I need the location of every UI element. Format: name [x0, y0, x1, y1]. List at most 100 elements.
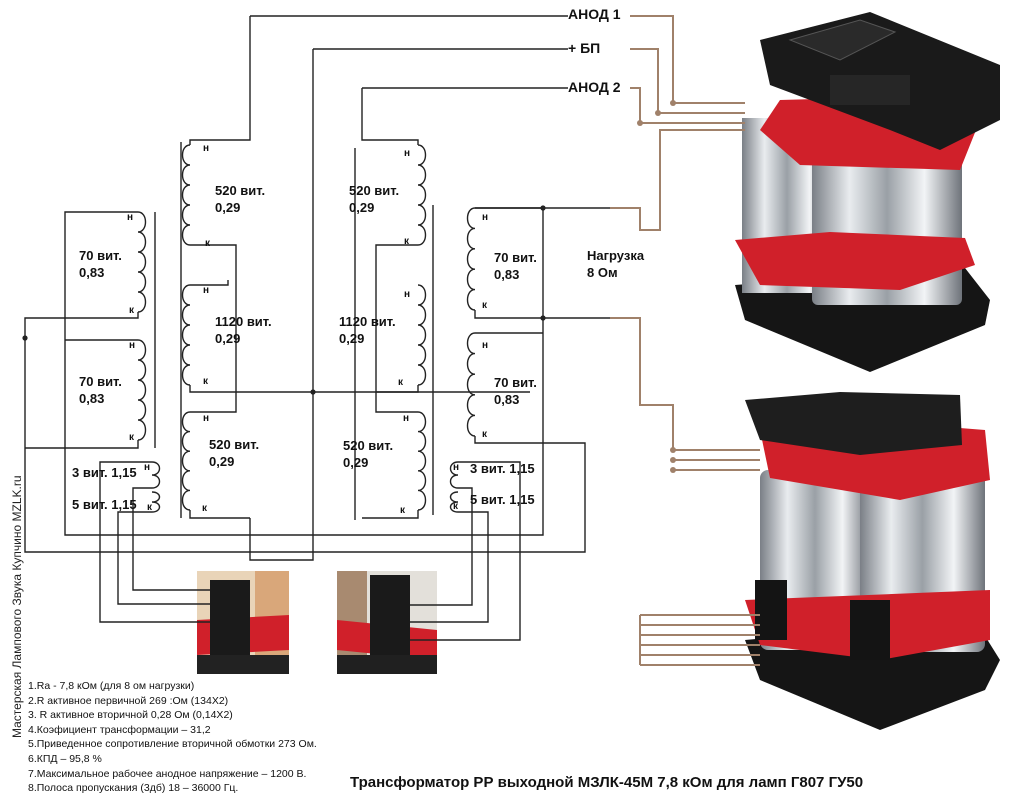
terminal-end-marker: к	[398, 377, 404, 388]
feedback-winding-label: 5 вит. 1,15	[72, 497, 137, 512]
load-return	[474, 310, 610, 319]
feedback-wire	[99, 461, 210, 623]
output-leads	[610, 15, 760, 666]
winding-turns: 1120 вит.	[339, 314, 396, 329]
primary-link	[190, 392, 237, 413]
spec-list: 1.Ra - 7,8 кОм (для 8 ом нагрузки) 2.R а…	[28, 679, 317, 796]
junction-dots	[22, 205, 546, 395]
secondary-coil	[466, 332, 476, 437]
feedback-wire	[410, 461, 521, 641]
winding-turns: 70 вит.	[79, 248, 122, 263]
terminal-end-marker: к	[147, 502, 153, 513]
secondary-return	[24, 312, 586, 553]
secondary-link	[25, 440, 139, 449]
winding-wire: 0,29	[209, 454, 235, 469]
secondary-coil	[466, 207, 476, 311]
terminal-start-marker: н	[127, 212, 134, 223]
winding-wire: 0,83	[79, 265, 105, 280]
terminal-end-marker: к	[400, 505, 406, 516]
winding-wire: 0,83	[79, 391, 105, 406]
feedback-winding-label: 3 вит. 1,15	[470, 461, 535, 476]
terminal-end-marker: к	[453, 501, 459, 512]
anode2-label: АНОД 2	[568, 79, 621, 95]
winding-turns: 70 вит.	[494, 375, 537, 390]
terminal-start-marker: н	[403, 413, 410, 424]
feedback-wire	[410, 511, 489, 623]
primary-end-left	[189, 510, 250, 519]
spec-item: 8.Полоса пропускания (3дб) 18 – 36000 Гц…	[28, 782, 239, 795]
winding-wire: 0,29	[349, 200, 375, 215]
primary-end-right	[362, 510, 419, 519]
terminal-end-marker: к	[482, 300, 488, 311]
terminal-start-marker: н	[129, 340, 136, 351]
terminal-end-marker: к	[203, 376, 209, 387]
terminal-start-marker: н	[404, 148, 411, 159]
feedback-wire	[132, 487, 210, 591]
secondary-coil	[137, 339, 147, 441]
winding-turns: 520 вит.	[215, 183, 266, 198]
winding-wire: 0,29	[215, 331, 241, 346]
anode1-label: АНОД 1	[568, 6, 621, 22]
terminal-start-marker: н	[404, 289, 411, 300]
feedback-coil	[449, 461, 459, 489]
terminal-end-marker: к	[129, 305, 135, 316]
winding-wire: 0,29	[215, 200, 241, 215]
spec-item: 3. R активное вторичной 0,28 Ом (0,14Х2)	[28, 709, 233, 722]
feedback-winding-label: 3 вит. 1,15	[72, 465, 137, 480]
terminal-start-marker: н	[482, 212, 489, 223]
primary-link	[375, 392, 418, 413]
transformer-photo-bottom	[745, 392, 1000, 730]
terminal-end-marker: к	[129, 432, 135, 443]
terminal-end-marker: к	[202, 503, 208, 514]
spec-item: 5.Приведенное сопротивление вторичной об…	[28, 738, 317, 751]
spec-item: 7.Максимальное рабочее анодное напряжени…	[28, 767, 307, 780]
anode2-drop	[361, 88, 419, 145]
terminal-end-marker: к	[404, 236, 410, 247]
feedback-wire	[410, 487, 473, 606]
secondary-coil	[137, 211, 147, 313]
workshop-caption: Мастерская Лампового Звука Купчино MZLK.…	[10, 475, 24, 738]
winding-turns: 520 вит.	[349, 183, 400, 198]
terminal-start-marker: н	[203, 413, 210, 424]
winding-turns: 70 вит.	[79, 374, 122, 389]
terminal-start-marker: н	[203, 285, 210, 296]
primary-coil	[417, 284, 427, 386]
primary-coil	[417, 144, 427, 246]
winding-turns: 70 вит.	[494, 250, 537, 265]
winding-turns: 1120 вит.	[215, 314, 272, 329]
feedback-coil	[449, 491, 459, 513]
terminal-end-marker: к	[482, 429, 488, 440]
bp-label: + БП	[568, 40, 601, 56]
load-value: 8 Ом	[587, 265, 618, 280]
spec-item: 6.КПД – 95,8 %	[28, 752, 102, 765]
primary-link	[190, 280, 229, 286]
anode1-drop	[189, 16, 251, 145]
spec-item: 4.Коэфициент трансформации – 31,2	[28, 723, 211, 736]
primary-coil	[181, 284, 191, 386]
winding-wire: 0,29	[339, 331, 365, 346]
primary-coil	[181, 144, 191, 246]
terminal-start-marker: н	[144, 462, 151, 473]
winding-turns: 520 вит.	[343, 438, 394, 453]
terminal-photo-right	[337, 571, 437, 674]
load-label: Нагрузка	[587, 248, 645, 263]
primary-coil	[181, 411, 191, 511]
terminal-start-marker: н	[482, 340, 489, 351]
transformer-photo-top	[735, 12, 1000, 372]
terminal-photo-left	[197, 571, 289, 674]
circuit-wires	[24, 15, 610, 641]
winding-wire: 0,83	[494, 267, 520, 282]
winding-coils	[137, 142, 476, 520]
winding-wire: 0,83	[494, 392, 520, 407]
winding-wire: 0,29	[343, 455, 369, 470]
feedback-wire	[117, 511, 210, 605]
feedback-coil	[151, 491, 161, 513]
spec-item: 2.R активное первичной 269 :Ом (134Х2)	[28, 694, 229, 707]
feedback-winding-label: 5 вит. 1,15	[470, 492, 535, 507]
terminal-start-marker: н	[453, 462, 460, 473]
terminal-end-marker: к	[205, 238, 211, 249]
connector-dots	[637, 100, 676, 473]
primary-tie	[249, 392, 314, 561]
